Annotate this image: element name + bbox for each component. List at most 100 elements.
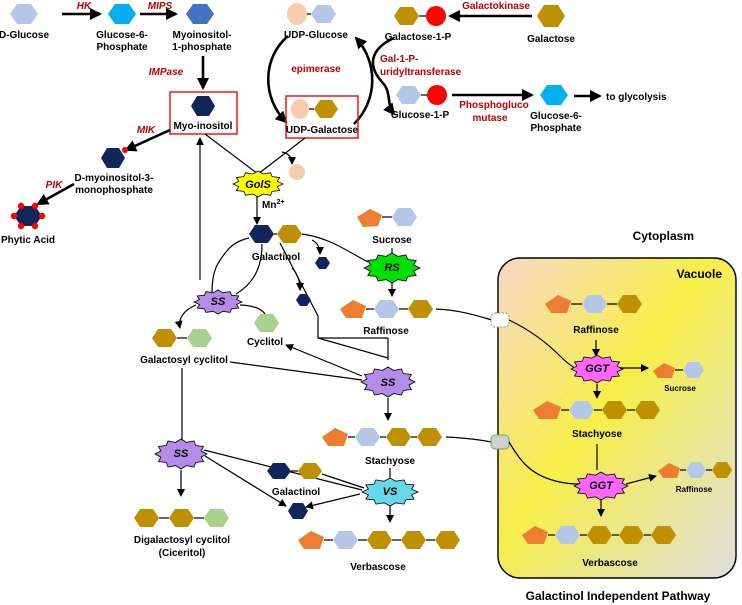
- v-verbascose-galactose-hexagon-1: [587, 526, 612, 544]
- stachyose-galactose-hexagon-2: [417, 428, 442, 446]
- d-glucose-label: D-Glucose: [0, 30, 49, 41]
- galactosyl-cyclitol-to-ss2-line: [229, 361, 363, 381]
- epimerase-enzyme: epimerase: [291, 64, 341, 75]
- pik-arrow: [36, 182, 75, 206]
- v-verbascose-label: Verbascose: [582, 558, 638, 569]
- myoinositol-1-phosphate-hexagon: [186, 4, 214, 24]
- sucrose-label: Sucrose: [372, 235, 412, 246]
- phytic-acid-phosphate-5: [31, 222, 39, 230]
- d-myoinositol-3-monophosphate-label-1: D-myoinositol-3-: [75, 173, 154, 184]
- impase-enzyme: IMPase: [149, 67, 184, 78]
- verbascose-galactose-hexagon-1: [367, 531, 392, 549]
- galactosyl-cyclitol-galactose-hexagon: [152, 329, 177, 347]
- v-raffinose-small-label: Raffinose: [676, 485, 713, 494]
- sucrose-fructose-pentagon: [357, 209, 382, 227]
- phytic-acid-phosphate-4: [38, 212, 46, 220]
- d-myoinositol-3-monophosphate-label-2: monophosphate: [75, 185, 153, 196]
- raffinose-transporter: [490, 312, 510, 328]
- raffinose-fructose-pentagon: [340, 300, 366, 318]
- phytic-acid-phosphate-1: [10, 212, 18, 220]
- vs-enzyme-label: VS: [383, 486, 398, 498]
- glucose-6-phosphate-2-label-1: Glucose-6-: [530, 111, 582, 122]
- udp-release-arrow: [281, 151, 296, 165]
- mik-arrow: [124, 128, 171, 152]
- v-verbascose-galactose-hexagon-3: [651, 526, 676, 544]
- galactinol-to-ss1-line: [211, 237, 250, 293]
- v-raffinose-small-galactose-hexagon: [712, 462, 732, 478]
- mik-enzyme: MIK: [137, 125, 156, 136]
- raffinose-galactose-hexagon: [408, 300, 433, 318]
- raffinose-transport-line: [435, 308, 493, 321]
- ss1-to-galactosyl-cyclitol-arrow: [174, 304, 197, 329]
- to-glycolysis-label: to glycolysis: [606, 92, 667, 103]
- stachyose-galactose-hexagon-1: [386, 428, 411, 446]
- v-raffinose-galactose-hexagon: [617, 295, 642, 313]
- ggt2-enzyme-label: GGT: [589, 480, 614, 492]
- galactinol-to-rs-line: [301, 233, 369, 263]
- myo-inositol-box: [169, 91, 238, 135]
- v-stachyose-galactose-hexagon-2: [635, 401, 660, 419]
- verbascose-glucose-hexagon: [333, 531, 358, 549]
- udp-galactose-label: UDP-Galactose: [286, 125, 359, 136]
- stachyose-transport-continue: [508, 441, 581, 485]
- galactinol-small-to-vs-line: [321, 473, 365, 489]
- glucose-1-p-phosphate: [427, 85, 447, 105]
- phosphoglucomutase-enzyme-1: Phosphogluco: [459, 100, 528, 111]
- digalactosyl-galactose-hexagon-2: [169, 509, 194, 527]
- udp-glucose-udp-circle: [287, 3, 307, 25]
- pik-enzyme: PIK: [46, 180, 63, 191]
- glucose-1-p-label: Glucose-1-P: [391, 110, 450, 121]
- independent-pathway-label: Galactinol Independent Pathway: [526, 589, 711, 603]
- galactinol-galactose-hexagon: [277, 225, 302, 243]
- galactinol-small-inositol-hexagon: [267, 463, 291, 479]
- rs-enzyme-label: RS: [384, 262, 400, 274]
- stachyose-fructose-pentagon: [322, 428, 348, 446]
- galactose-hexagon: [537, 5, 565, 27]
- ss2-enzyme-star: [360, 366, 416, 398]
- v-raffinose-fructose-pentagon: [545, 295, 571, 313]
- ss3-enzyme-label: SS: [174, 448, 189, 460]
- v-sucrose-glucose-hexagon: [683, 362, 704, 378]
- ggt2-to-raffinose-arrow: [625, 473, 657, 485]
- ggt1-enzyme-label: GGT: [585, 363, 610, 375]
- glucose-6-phosphate-label-2: Phosphate: [96, 42, 148, 53]
- stachyose-transport-line: [445, 436, 493, 443]
- vs-inositol-release-arrow: [305, 493, 361, 510]
- vs-released-inositol: [288, 503, 308, 519]
- epimerase-arrow-right: [353, 36, 374, 125]
- digalactosyl-galactose-hexagon-1: [134, 509, 159, 527]
- glucose-1-p-hexagon: [396, 86, 421, 104]
- phytic-acid-phosphate-6: [17, 222, 25, 230]
- verbascose-galactose-hexagon-3: [435, 531, 460, 549]
- phytic-acid-hexagon: [14, 206, 42, 226]
- digalactosyl-cyclitol-hexagon: [204, 509, 229, 527]
- udp-glucose-label: UDP-Glucose: [284, 30, 348, 41]
- verbascose-label: Verbascose: [350, 562, 406, 573]
- galactokinase-enzyme: Galactokinase: [462, 1, 530, 12]
- raffinose-glucose-hexagon: [374, 300, 399, 318]
- ss3-enzyme-star: [154, 438, 208, 470]
- ss-inositol-release-arrow: [291, 267, 304, 291]
- galactose-1-p-hexagon: [394, 7, 419, 25]
- ggt1-enzyme-star: [570, 354, 624, 384]
- udp-galactose-to-gols-line: [257, 137, 306, 175]
- galactinol-label: Galactinol: [252, 252, 301, 263]
- galactinol-small-galactose-hexagon: [298, 463, 322, 479]
- myo-inositol-to-gols-line: [204, 133, 259, 175]
- v-sucrose-label: Sucrose: [664, 384, 696, 393]
- mips-enzyme: MIPS: [148, 1, 173, 12]
- v-stachyose-label: Stachyose: [572, 429, 622, 440]
- uridyltransferase-enzyme-1: Gal-1-P-: [380, 54, 418, 65]
- galactinol-small-label: Galactinol: [272, 487, 321, 498]
- phytic-acid-phosphate-2: [17, 202, 25, 210]
- uridyltransferase-arrow: [371, 36, 396, 116]
- v-raffinose-glucose-hexagon: [582, 295, 607, 313]
- galactosyl-cyclitol-label: Galactosyl cyclitol: [140, 355, 228, 366]
- d-myoinositol-3-monophosphate-hexagon: [101, 148, 125, 168]
- galactose-1-p-label: Galactose-1-P: [385, 32, 452, 43]
- d-glucose-hexagon: [10, 4, 38, 24]
- udp-galactose-hexagon: [314, 100, 338, 118]
- digalactosyl-cyclitol-label-2: (Ciceritol): [159, 548, 206, 559]
- ss2-enzyme-label: SS: [381, 377, 396, 389]
